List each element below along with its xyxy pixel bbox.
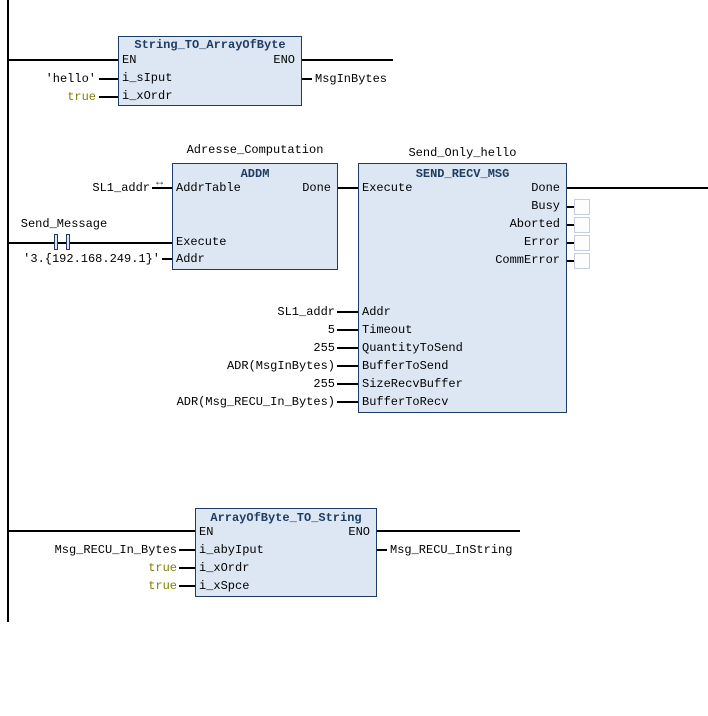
wire-contact-to-execute bbox=[70, 242, 172, 244]
wire-addrtable bbox=[152, 187, 172, 189]
wire-addr-in bbox=[337, 311, 358, 313]
pin-timeout[interactable]: Timeout bbox=[362, 323, 413, 337]
power-rail bbox=[7, 0, 9, 622]
unconnected-output-box-error[interactable] bbox=[574, 235, 590, 251]
wire-en-b4 bbox=[8, 530, 195, 532]
wire-b4-in1 bbox=[179, 549, 195, 551]
operand-true-b1[interactable]: true bbox=[67, 90, 96, 104]
contact-bar-right[interactable] bbox=[66, 234, 70, 250]
pin-eno[interactable]: ENO bbox=[348, 525, 370, 539]
fb-title: ArrayOfByte_TO_String bbox=[210, 511, 362, 525]
wire-buffertorecv-in bbox=[337, 401, 358, 403]
pin-en[interactable]: EN bbox=[199, 525, 214, 539]
wire-b4-in3 bbox=[179, 585, 195, 587]
wire-contact-gap bbox=[58, 242, 68, 244]
pin-buffertosend[interactable]: BufferToSend bbox=[362, 359, 449, 373]
wire-timeout-in bbox=[337, 329, 358, 331]
pin-busy[interactable]: Busy bbox=[531, 199, 560, 213]
pin-addr[interactable]: Addr bbox=[362, 305, 391, 319]
pin-eno[interactable]: ENO bbox=[273, 53, 295, 67]
unconnected-output-box-aborted[interactable] bbox=[574, 217, 590, 233]
operand-timeout[interactable]: 5 bbox=[327, 323, 335, 337]
operand-buffertosend[interactable]: ADR(MsgInBytes) bbox=[226, 359, 335, 373]
operand-buffertorecv[interactable]: ADR(Msg_RECU_In_Bytes) bbox=[176, 395, 335, 409]
pin-i-xordr[interactable]: i_xOrdr bbox=[122, 89, 173, 103]
pin-error[interactable]: Error bbox=[523, 235, 560, 249]
operand-addr-literal[interactable]: '3.{192.168.249.1}' bbox=[23, 252, 160, 266]
fb-title: String_TO_ArrayOfByte bbox=[134, 38, 286, 52]
wire-busy-stub bbox=[567, 206, 575, 208]
wire-en-b1 bbox=[8, 59, 118, 61]
operand-quantitytosend[interactable]: 255 bbox=[313, 341, 335, 355]
operand-true-b4-1[interactable]: true bbox=[148, 561, 177, 575]
wire-rail-to-contact bbox=[8, 242, 54, 244]
pin-execute[interactable]: Execute bbox=[362, 181, 413, 195]
wire-quantity-in bbox=[337, 347, 358, 349]
wire-done-to-execute bbox=[338, 187, 358, 189]
wire-aborted-stub bbox=[567, 224, 575, 226]
fb-title: ADDM bbox=[240, 167, 270, 181]
wire-b4-out1 bbox=[377, 549, 387, 551]
wire-sizerecv-in bbox=[337, 383, 358, 385]
instance-label-addm[interactable]: Adresse_Computation bbox=[186, 143, 324, 157]
pin-done[interactable]: Done bbox=[302, 181, 331, 195]
wire-b1-in2 bbox=[99, 96, 118, 98]
pin-execute[interactable]: Execute bbox=[176, 235, 227, 249]
operand-msginbytes[interactable]: MsgInBytes bbox=[315, 72, 388, 86]
wire-error-stub bbox=[567, 242, 575, 244]
instance-label-send-recv[interactable]: Send_Only_hello bbox=[408, 146, 517, 160]
pin-commerror[interactable]: CommError bbox=[495, 253, 560, 267]
unconnected-output-box-busy[interactable] bbox=[574, 199, 590, 215]
wire-addr bbox=[162, 258, 172, 260]
pin-i-xordr[interactable]: i_xOrdr bbox=[199, 561, 250, 575]
pin-aborted[interactable]: Aborted bbox=[509, 217, 560, 231]
pin-addrtable[interactable]: AddrTable bbox=[176, 181, 241, 195]
operand-hello-literal[interactable]: 'hello' bbox=[45, 72, 96, 86]
pin-en[interactable]: EN bbox=[122, 53, 137, 67]
pin-addr[interactable]: Addr bbox=[176, 252, 205, 266]
operand-msg-recu-in-bytes[interactable]: Msg_RECU_In_Bytes bbox=[54, 543, 177, 557]
inout-marker-icon: ↔ bbox=[156, 175, 164, 189]
pin-quantitytosend[interactable]: QuantityToSend bbox=[362, 341, 463, 355]
wire-b4-in2 bbox=[179, 567, 195, 569]
wire-commerror-stub bbox=[567, 260, 575, 262]
wire-eno-b1 bbox=[302, 59, 393, 61]
pin-i-xspce[interactable]: i_xSpce bbox=[199, 579, 250, 593]
fb-string-to-arrayofbyte[interactable]: String_TO_ArrayOfByte EN ENO i_sIput i_x… bbox=[118, 36, 302, 106]
operand-msg-recu-instring[interactable]: Msg_RECU_InString bbox=[390, 543, 513, 557]
pin-sizerecvbuffer[interactable]: SizeRecvBuffer bbox=[362, 377, 463, 391]
operand-sizerecvbuffer[interactable]: 255 bbox=[313, 377, 335, 391]
operand-true-b4-2[interactable]: true bbox=[148, 579, 177, 593]
pin-i-abyiput[interactable]: i_abyIput bbox=[199, 543, 264, 557]
contact-bar-left[interactable] bbox=[54, 234, 58, 250]
contact-label[interactable]: Send_Message bbox=[20, 217, 108, 231]
fb-send-recv-msg[interactable]: SEND_RECV_MSG Execute Done Busy Aborted … bbox=[358, 163, 567, 413]
operand-sl1-addr[interactable]: SL1_addr bbox=[277, 305, 335, 319]
pin-buffertorecv[interactable]: BufferToRecv bbox=[362, 395, 449, 409]
fb-addm[interactable]: ADDM AddrTable Done Execute Addr bbox=[172, 163, 338, 270]
pin-done[interactable]: Done bbox=[531, 181, 560, 195]
wire-eno-b4 bbox=[377, 530, 520, 532]
operand-sl1-addr-addm[interactable]: SL1_addr bbox=[92, 181, 150, 195]
pin-i-siput[interactable]: i_sIput bbox=[122, 71, 173, 85]
fb-title: SEND_RECV_MSG bbox=[415, 167, 510, 181]
wire-buffertosend-in bbox=[337, 365, 358, 367]
wire-b1-in1 bbox=[99, 78, 118, 80]
wire-b1-out1 bbox=[302, 78, 312, 80]
wire-done-out bbox=[567, 187, 708, 189]
fb-arrayofbyte-to-string[interactable]: ArrayOfByte_TO_String EN ENO i_abyIput i… bbox=[195, 508, 377, 597]
unconnected-output-box-commerror[interactable] bbox=[574, 253, 590, 269]
